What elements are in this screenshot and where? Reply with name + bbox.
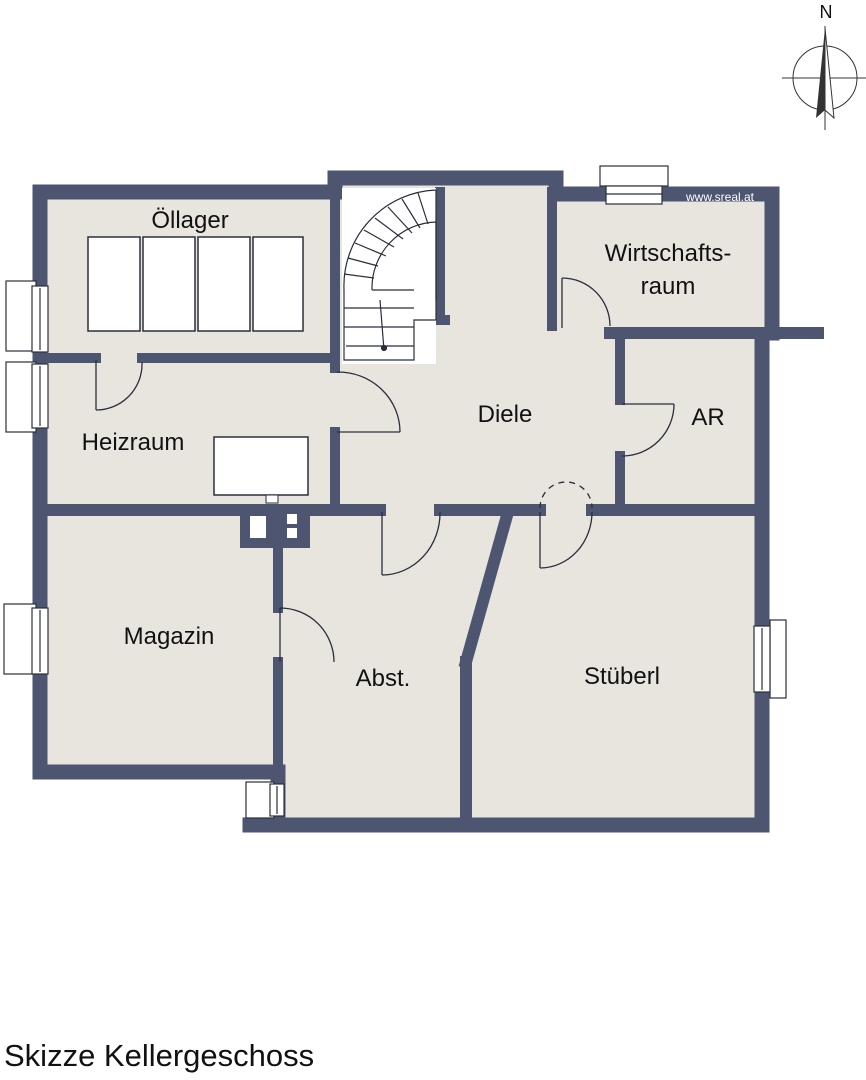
doors: [95, 277, 675, 663]
window-abst: [245, 781, 285, 819]
watermark: www.sreal.at: [685, 190, 755, 204]
room-label-oellager: Öllager: [151, 207, 228, 234]
windows: [3, 165, 787, 819]
walls: [32, 170, 824, 833]
door-abst: [381, 511, 441, 576]
compass-north-label: N: [820, 2, 833, 22]
chimney-shaft: [240, 508, 310, 548]
room-label-ar: AR: [691, 404, 724, 431]
door-diele-heizraum: [336, 371, 401, 433]
door-wirtschaftsraum: [561, 277, 611, 328]
door-magazin: [279, 607, 335, 663]
window-wirtschaftsraum: [599, 165, 669, 205]
room-label-heizraum: Heizraum: [82, 429, 185, 456]
room-label-magazin: Magazin: [124, 623, 215, 650]
room-label-stueberl: Stüberl: [584, 663, 660, 690]
floor-area: [40, 178, 772, 825]
spiral-staircase: [342, 188, 437, 364]
room-label-wirtschaftsraum: Wirtschafts-: [605, 240, 732, 267]
north-arrow-icon: N: [782, 2, 866, 130]
door-stueberl: [539, 481, 593, 569]
caption: Skizze Kellergeschoss: [4, 1038, 315, 1073]
room-label-abst: Abst.: [356, 665, 411, 692]
window-heizraum: [5, 361, 49, 433]
window-oellager: [5, 280, 49, 353]
boiler: [213, 436, 309, 504]
door-ar: [621, 403, 675, 457]
door-heizraum: [95, 360, 143, 411]
window-stueberl: [753, 619, 787, 699]
room-label-wirtschaftsraum-2: raum: [641, 273, 696, 300]
window-magazin: [3, 603, 49, 675]
room-label-diele: Diele: [478, 401, 533, 428]
oil-tanks: [87, 236, 304, 332]
